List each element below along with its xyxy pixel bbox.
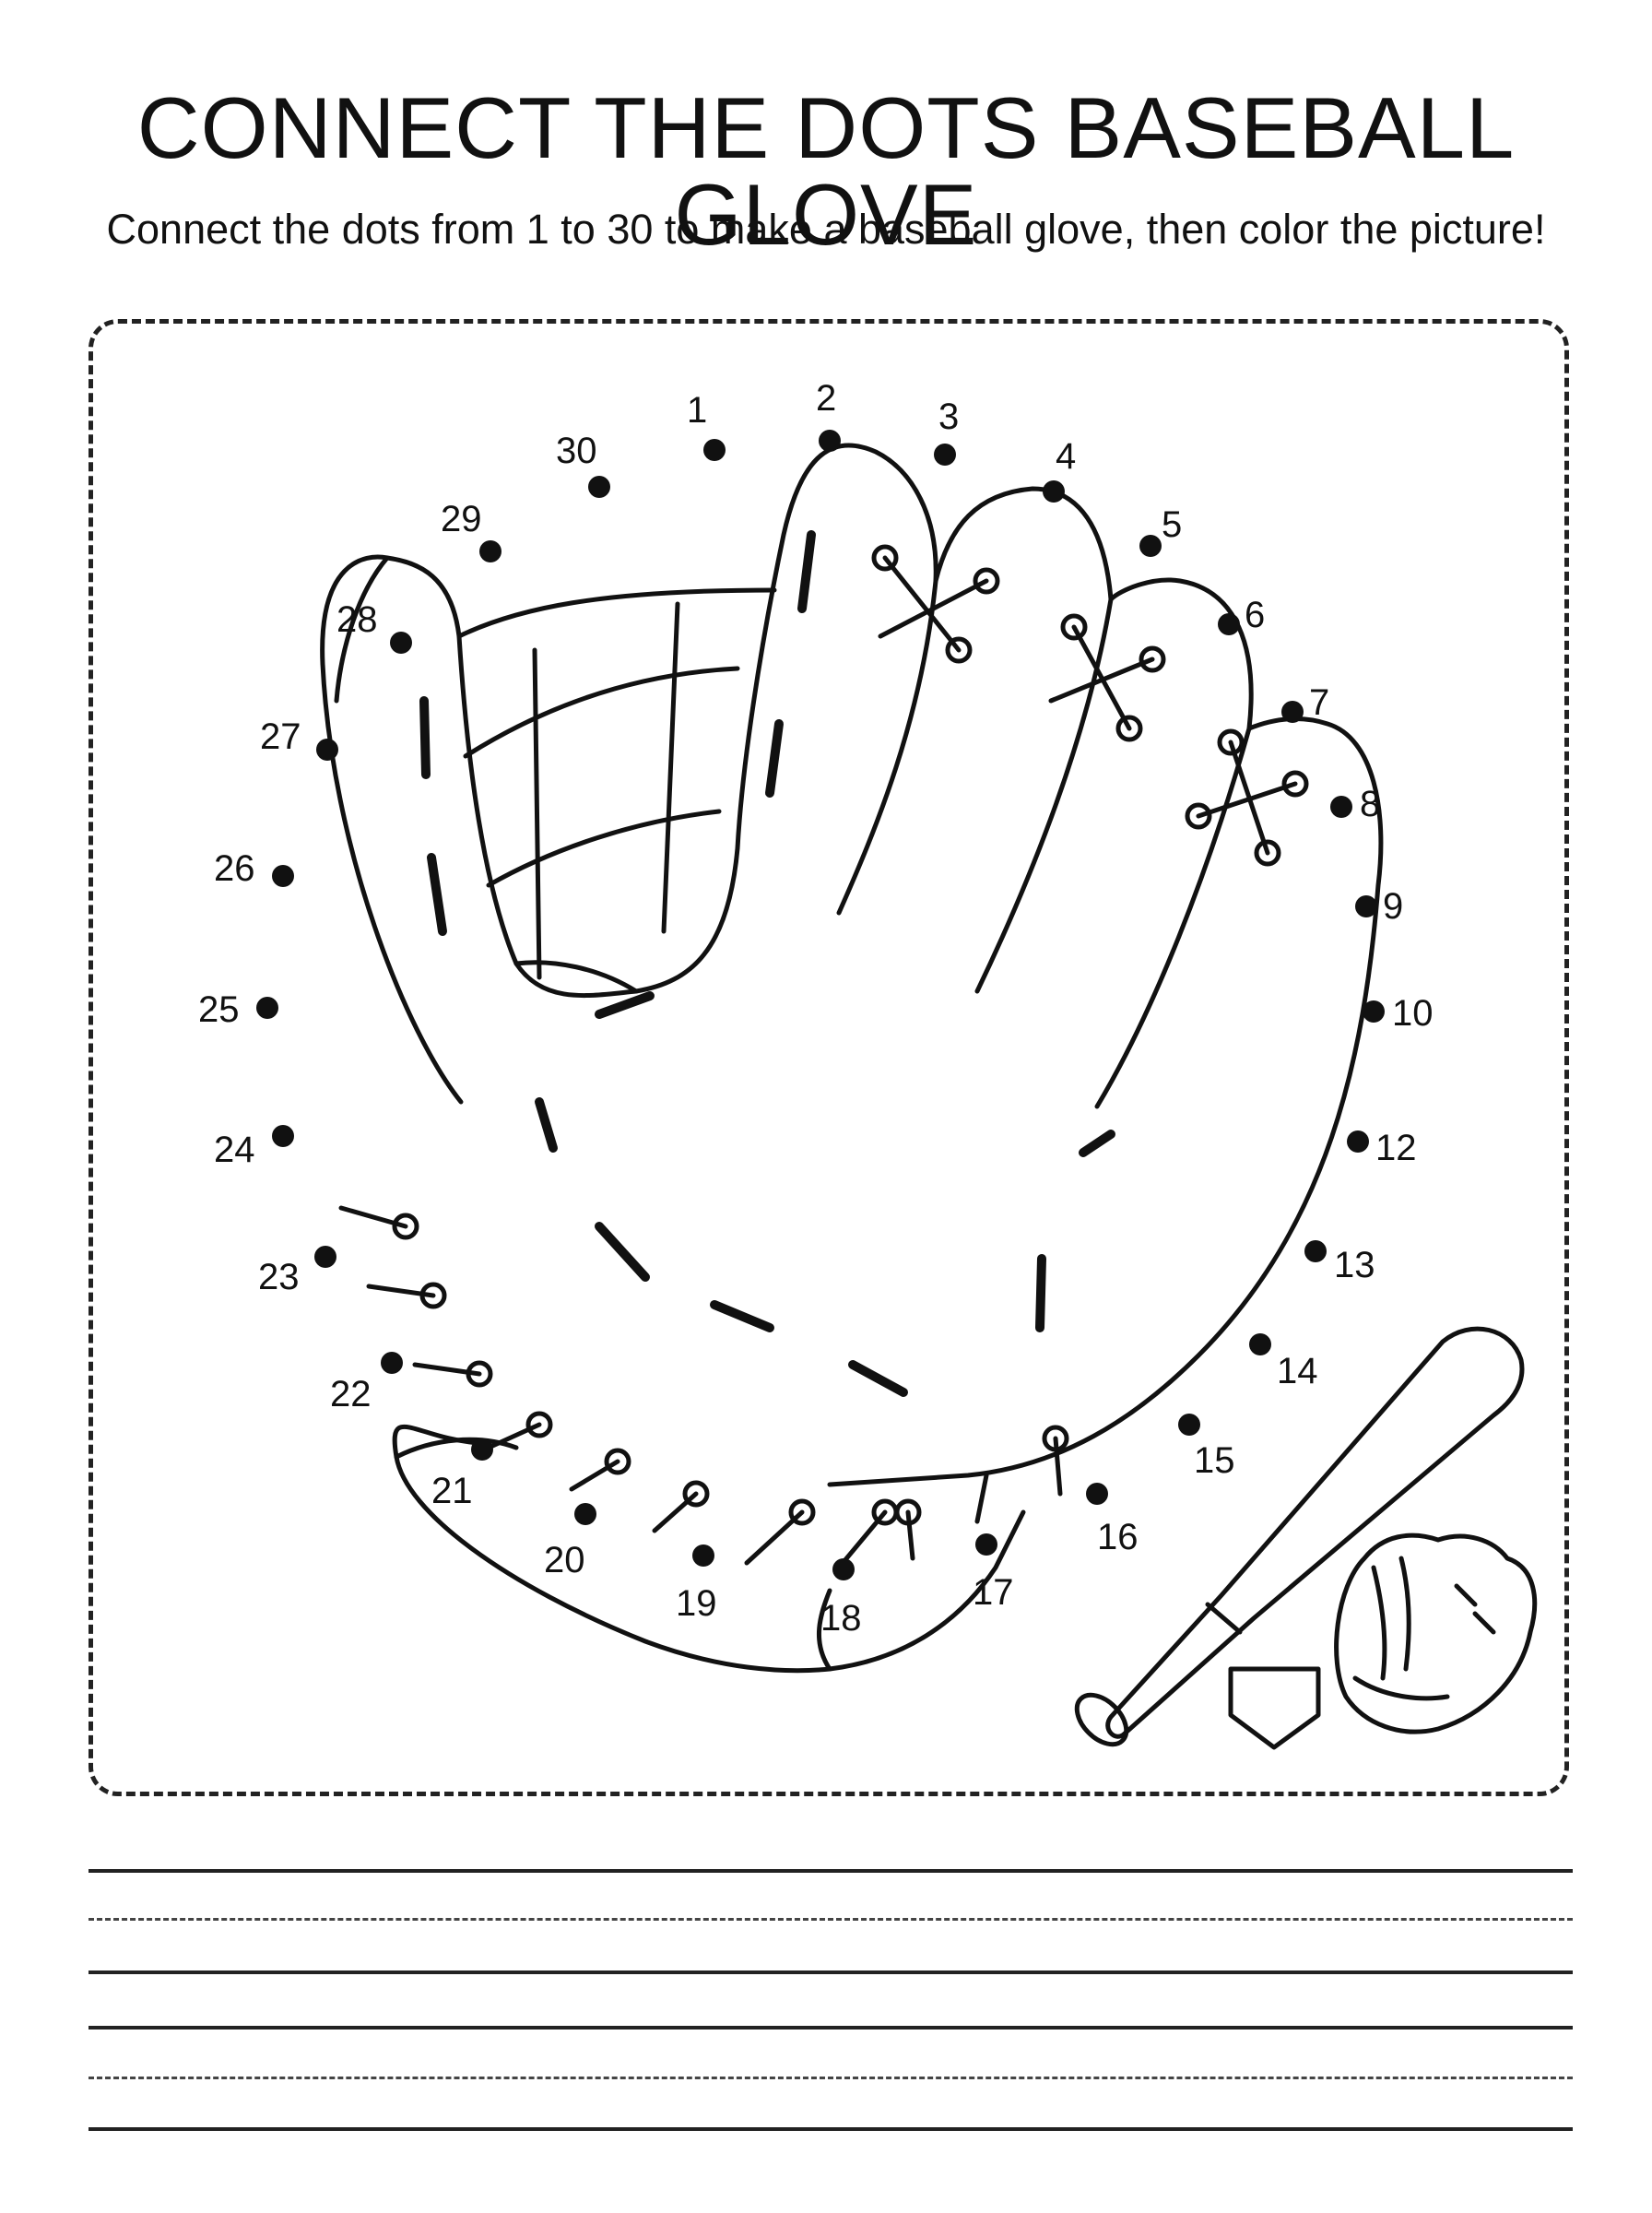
writing-guide-line — [88, 1918, 1573, 1921]
baseball-glove-icon — [320, 443, 1384, 1674]
dot-label: 22 — [330, 1374, 372, 1414]
dot-24 — [272, 1125, 294, 1147]
dot-label: 20 — [544, 1540, 585, 1580]
dot-label: 16 — [1097, 1517, 1139, 1557]
writing-line — [88, 2127, 1573, 2131]
dot-18 — [832, 1558, 855, 1580]
dot-6 — [1218, 613, 1240, 635]
dot-30 — [588, 476, 610, 498]
dot-8 — [1330, 796, 1352, 818]
drawing-frame — [88, 319, 1569, 1796]
dot-25 — [256, 997, 278, 1019]
dot-label: 18 — [820, 1598, 862, 1639]
dot-label: 23 — [258, 1257, 300, 1297]
dot-label: 28 — [336, 599, 378, 640]
dot-label: 2 — [816, 378, 836, 419]
writing-line — [88, 1970, 1573, 1974]
dot-label: 24 — [214, 1130, 255, 1170]
dot-label: 21 — [431, 1471, 473, 1511]
dot-21 — [471, 1438, 493, 1461]
dot-label: 17 — [973, 1572, 1014, 1613]
dot-7 — [1281, 701, 1304, 723]
dot-label: 27 — [260, 716, 301, 757]
writing-line — [88, 1869, 1573, 1873]
dot-10 — [1363, 1000, 1385, 1023]
dot-label: 25 — [198, 989, 240, 1030]
dot-17 — [975, 1533, 997, 1556]
dot-26 — [272, 865, 294, 887]
dot-label: 12 — [1375, 1128, 1417, 1168]
dot-23 — [314, 1246, 336, 1268]
dot-28 — [390, 632, 412, 654]
dots-layer: 1 2 3 4 5 6 7 8 9 10 12 13 14 15 16 17 1… — [198, 378, 1434, 1639]
writing-guide-line — [88, 2077, 1573, 2079]
dot-label: 1 — [687, 390, 707, 431]
dot-13 — [1304, 1240, 1327, 1262]
dot-label: 19 — [676, 1583, 717, 1624]
dot-label: 3 — [938, 396, 959, 437]
instructions: Connect the dots from 1 to 30 to make a … — [106, 206, 1546, 253]
dot-9 — [1355, 895, 1377, 917]
dot-1 — [703, 439, 726, 461]
dot-label: 29 — [441, 499, 482, 539]
dot-label: 7 — [1309, 682, 1329, 723]
baseball-bat-icon — [1074, 1326, 1525, 1747]
dot-label: 15 — [1194, 1440, 1235, 1481]
dot-29 — [479, 540, 502, 562]
dot-22 — [381, 1352, 403, 1374]
dot-label: 30 — [556, 431, 597, 471]
dot-label: 5 — [1162, 504, 1182, 545]
dot-3 — [934, 444, 956, 466]
dot-20 — [574, 1503, 596, 1525]
dot-label: 6 — [1245, 595, 1265, 635]
dot-4 — [1043, 480, 1065, 503]
dot-label: 9 — [1383, 886, 1403, 927]
dot-12 — [1347, 1130, 1369, 1153]
dot-label: 10 — [1392, 993, 1434, 1034]
dot-5 — [1139, 535, 1162, 557]
dot-label: 26 — [214, 848, 255, 889]
home-plate-icon — [1228, 1666, 1321, 1750]
dot-27 — [316, 739, 338, 761]
writing-line — [88, 2026, 1573, 2030]
dot-label: 14 — [1277, 1351, 1318, 1391]
dot-2 — [819, 430, 841, 452]
dot-16 — [1086, 1483, 1108, 1505]
dot-label: 8 — [1360, 784, 1380, 824]
dot-label: 13 — [1334, 1245, 1375, 1285]
dot-15 — [1178, 1414, 1200, 1436]
small-glove-icon — [1334, 1533, 1538, 1734]
dot-19 — [692, 1544, 714, 1567]
page-title: CONNECT THE DOTS BASEBALL GLOVE — [136, 79, 1516, 263]
dot-14 — [1249, 1333, 1271, 1355]
dot-label: 4 — [1056, 436, 1076, 477]
